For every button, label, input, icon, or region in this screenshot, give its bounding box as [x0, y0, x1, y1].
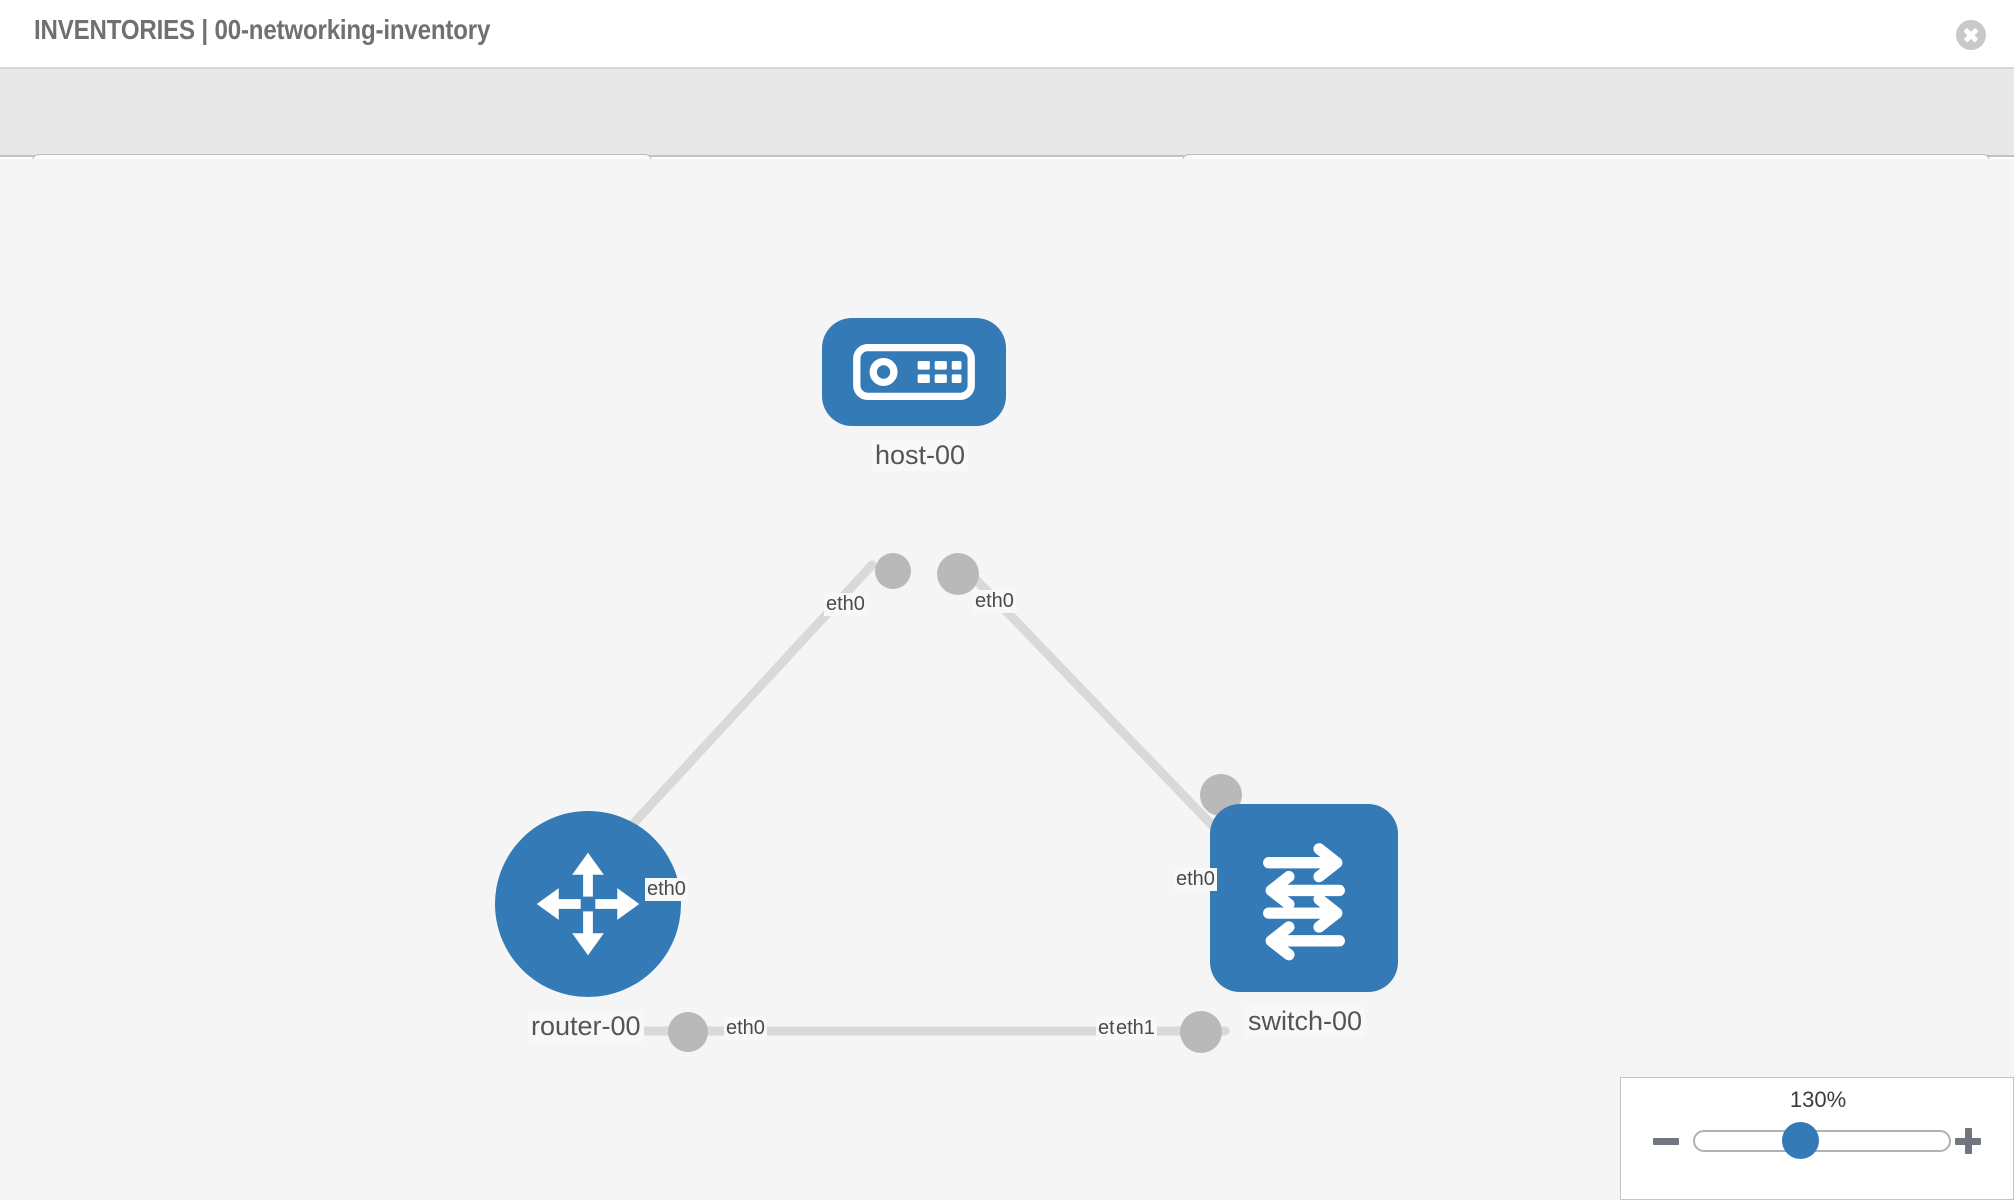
plus-icon[interactable]: [1955, 1128, 1981, 1154]
topology-canvas[interactable]: host-00 router-00: [0, 159, 2014, 1200]
node-router-00-label: router-00: [528, 1011, 644, 1042]
node-host-00-label: host-00: [872, 440, 969, 471]
iface-label-switch-north: eth0: [1174, 868, 1217, 891]
iface-label-switch-west-b: eth1: [1114, 1017, 1157, 1040]
iface-label-router-north: eth0: [645, 878, 688, 901]
port-host-right[interactable]: [937, 553, 979, 595]
topology-links: [605, 560, 1240, 1036]
port-switch-west[interactable]: [1180, 1011, 1222, 1053]
page-header: INVENTORIES | 00-networking-inventory: [0, 0, 2014, 69]
switch-arrows-icon: [1263, 843, 1345, 961]
zoom-slider-thumb[interactable]: [1782, 1122, 1819, 1159]
close-icon[interactable]: [1956, 20, 1986, 50]
router-arrows-icon: [536, 852, 640, 956]
zoom-percent-label: 130%: [1789, 1087, 1847, 1112]
iface-label-host-left: eth0: [824, 593, 867, 616]
iface-label-host-right: eth0: [973, 590, 1016, 613]
node-router-00-shape[interactable]: [495, 811, 681, 997]
zoom-control-panel: 130%: [1620, 1077, 2014, 1200]
zoom-slider-track[interactable]: [1693, 1130, 1951, 1152]
port-router-east[interactable]: [668, 1012, 708, 1052]
node-host-00-shape[interactable]: [822, 318, 1006, 426]
page-title: INVENTORIES | 00-networking-inventory: [34, 14, 491, 45]
port-host-left[interactable]: [875, 553, 911, 589]
toolbar: ACTIONS SEARCH: [0, 69, 2014, 201]
node-switch-00-shape[interactable]: [1210, 804, 1398, 992]
minus-icon[interactable]: [1653, 1128, 1679, 1154]
iface-label-router-east: eth0: [724, 1017, 767, 1040]
node-switch-00-label: switch-00: [1245, 1006, 1366, 1037]
server-device-icon: [853, 344, 975, 400]
